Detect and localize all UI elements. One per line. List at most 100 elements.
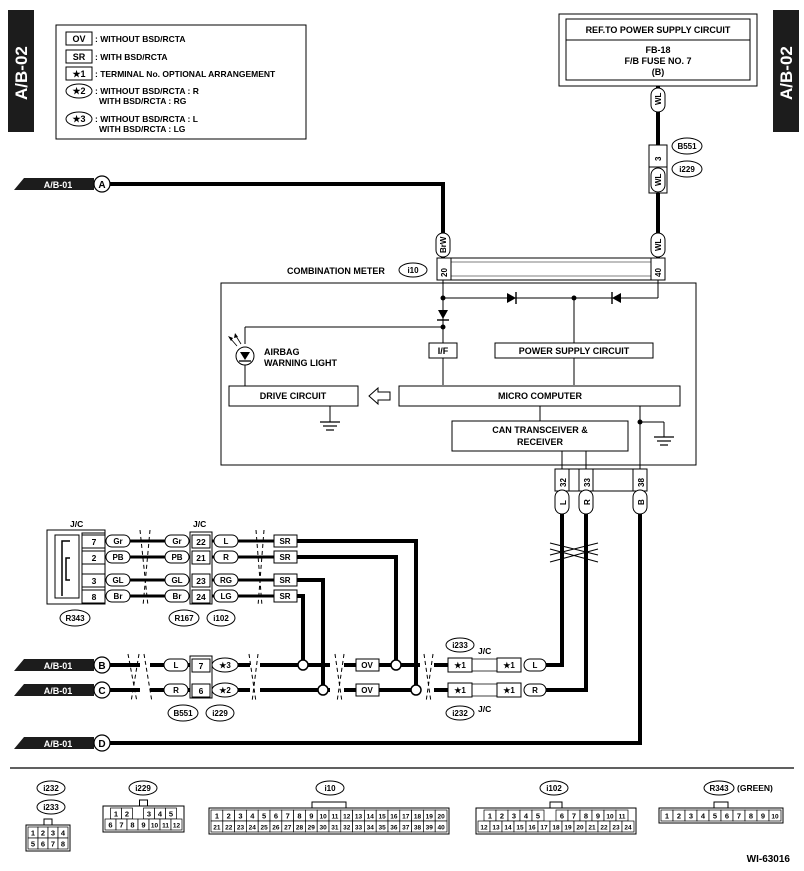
i10-pin-label: 36	[390, 825, 398, 832]
lower-star1-d: ★1	[503, 686, 515, 695]
jc-mid-wire-in-3: Br	[173, 592, 182, 601]
i10-pin-label: 29	[308, 825, 316, 832]
meter-pin-40: 40	[654, 268, 663, 277]
i229-pin-label: 7	[119, 821, 123, 830]
r343-pin-label: 5	[713, 812, 717, 821]
meter-output-wires: L R B	[110, 489, 648, 745]
sr-tag-1: SR	[279, 553, 290, 562]
ref-a-wire: A/B-01 A BrW	[14, 175, 451, 258]
i10-pin-label: 39	[426, 825, 434, 832]
r343-pin-label: 10	[771, 814, 779, 821]
i102-pin-label: 21	[588, 825, 596, 832]
r343-pin-label: 1	[665, 812, 669, 821]
jc-left-pin-2: 3	[92, 576, 97, 586]
i102-pin-label: 13	[492, 825, 500, 832]
i10-pin-label: 19	[426, 814, 434, 821]
i10-pin-label: 14	[367, 814, 375, 821]
i232-pin-label: 1	[31, 829, 35, 838]
jc-mid-pin-1: 21	[196, 553, 206, 563]
jc-mid-pin-0: 22	[196, 537, 206, 547]
wire-out-l: L	[559, 500, 568, 505]
legend-code-star2: ★2	[72, 86, 85, 96]
row-b-ov: OV	[361, 661, 373, 670]
left-section-tab-label: A/B-02	[12, 46, 31, 100]
r343-pin-cell	[768, 809, 782, 822]
view-i233-name: i233	[43, 803, 59, 812]
i102-pin-label: 11	[619, 814, 626, 821]
i232-pin-label: 3	[51, 829, 55, 838]
i102-pin-label: 6	[560, 812, 564, 821]
jc-mid-pin-2: 23	[196, 576, 206, 586]
jc-mid-wire-in-0: Gr	[172, 537, 181, 546]
i102-pin-label: 17	[540, 825, 548, 832]
power-ref-line2: F/B FUSE NO. 7	[624, 56, 691, 66]
i10-pin-label: 33	[355, 825, 363, 832]
i102-pin-label: 20	[576, 825, 584, 832]
ref-a-label: A/B-01	[44, 180, 73, 190]
meter-pin-20: 20	[440, 268, 449, 277]
wire-out-b: B	[637, 499, 646, 505]
i232-pin-label: 8	[61, 840, 65, 849]
jc-left-wire-0: Gr	[113, 537, 122, 546]
i232-latch	[43, 818, 53, 826]
legend-text-star2: : WITHOUT BSD/RCTA : R	[95, 86, 199, 96]
power-ref-line3: (B)	[652, 67, 665, 77]
ref-c-label: A/B-01	[44, 686, 73, 696]
meter-connector-i10: i10	[407, 266, 419, 275]
connector-i229-top: i229	[679, 165, 695, 174]
wire-pin-3: 3	[654, 156, 663, 161]
i10-pin-cell	[434, 820, 448, 833]
jc-left-pin-0: 7	[92, 537, 97, 547]
jc-mid-wire-out-3: LG	[220, 592, 231, 601]
i10-pin-label: 32	[343, 825, 351, 832]
r343-pin-label: 6	[725, 812, 729, 821]
meter-pin-32: 32	[559, 478, 568, 487]
r343-pin-label: 2	[677, 812, 681, 821]
i232-pin-cell	[57, 837, 69, 850]
i229-pin-label: 6	[108, 821, 112, 830]
legend-code-star3: ★3	[72, 114, 85, 124]
jc-mid-wire-out-2: RG	[220, 576, 232, 585]
i10-pin-label: 12	[343, 814, 351, 821]
i10-pin-label: 1	[215, 812, 219, 821]
lower-bus: A/B-01 B A/B-01 C A/B-01 D L	[14, 637, 547, 752]
block-if: I/F	[438, 346, 449, 356]
jc-mid-wire-out-1: R	[223, 553, 229, 562]
power-ref-line1: FB-18	[645, 45, 670, 55]
i232-pin-label: 5	[31, 840, 35, 849]
sr-lines: L R RG LG SR SR SR SR	[212, 534, 418, 690]
i232-pin-label: 7	[51, 840, 55, 849]
i229-pin-label: 4	[158, 810, 163, 819]
lower-star1-b: ★1	[454, 686, 466, 695]
right-section-tab: A/B-02	[773, 10, 799, 132]
jc-left-pin-1: 2	[92, 553, 97, 563]
i229-pin-label: 2	[125, 810, 129, 819]
i10-pin-label: 17	[402, 814, 410, 821]
i229-pin-cell	[170, 818, 183, 831]
legend-code-ov: OV	[72, 34, 85, 44]
i102-latch	[549, 801, 563, 809]
i10-pin-label: 20	[437, 814, 445, 821]
meter-pin-38: 38	[637, 478, 646, 487]
i10-pin-label: 27	[284, 825, 292, 832]
i10-pin-label: 6	[274, 812, 278, 821]
i102-pin-label: 2	[500, 812, 504, 821]
i102-pin-label: 23	[612, 825, 620, 832]
i102-pin-label: 12	[480, 825, 488, 832]
i10-pin-label: 35	[378, 825, 386, 832]
view-i102-name: i102	[546, 784, 562, 793]
i10-pin-label: 5	[262, 812, 266, 821]
i10-pin-label: 38	[414, 825, 422, 832]
i10-pin-label: 22	[225, 825, 233, 832]
i229-pin-label: 12	[173, 823, 181, 830]
r343-pin-label: 3	[689, 812, 693, 821]
combination-meter: COMBINATION METER i10 20 40	[220, 257, 697, 492]
i102-pin-label: 4	[524, 812, 529, 821]
view-i229-name: i229	[135, 784, 151, 793]
view-i232-name: i232	[43, 784, 59, 793]
